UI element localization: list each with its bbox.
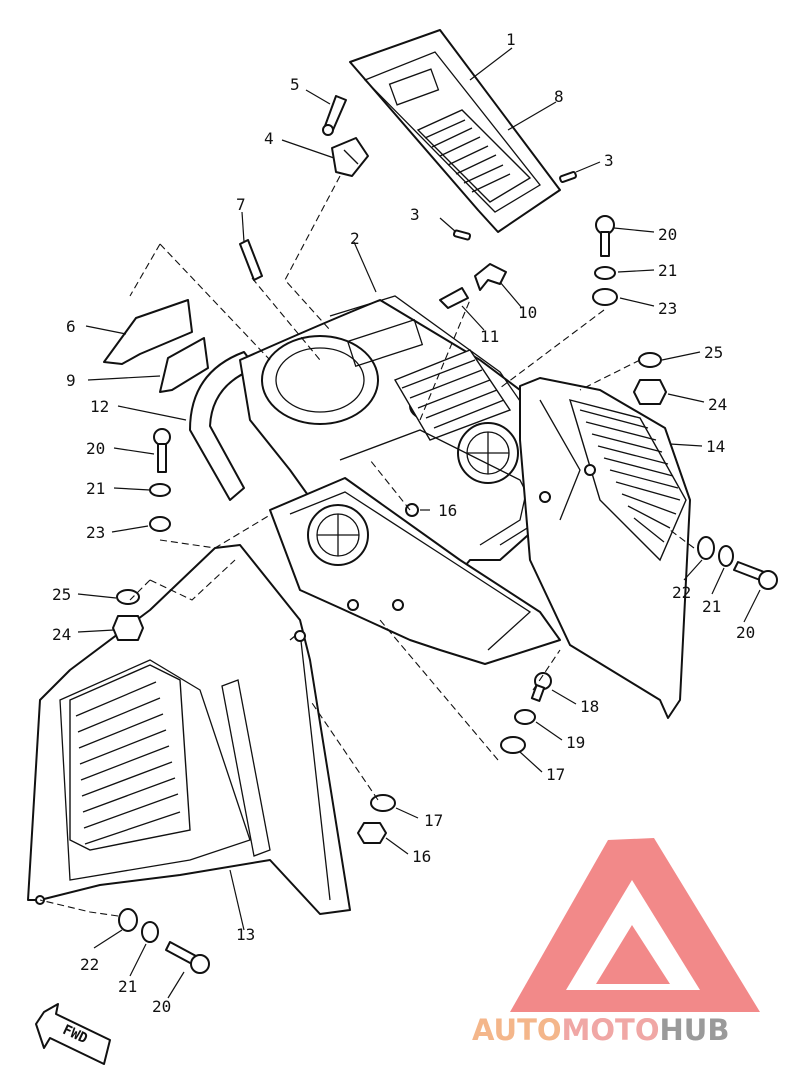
callout-25-left: 25	[52, 585, 71, 604]
callout-3-left: 3	[410, 205, 420, 224]
part-20-bolt-d	[165, 941, 210, 974]
part-15-right-cover	[519, 377, 691, 719]
callout-18: 18	[580, 697, 599, 716]
callout-17-mid: 17	[424, 811, 443, 830]
callout-13: 12	[90, 397, 109, 416]
callout-15: 14	[706, 437, 725, 456]
assembly-lines	[39, 175, 695, 917]
part-8-bracket	[159, 337, 209, 393]
callout-25-right: 25	[704, 343, 723, 362]
part-19-washer	[514, 709, 536, 725]
callout-3-right: 3	[604, 151, 614, 170]
part-3-pin-right	[559, 171, 577, 183]
callout-23-top: 23	[658, 299, 677, 318]
part-23-grommet-a	[592, 288, 618, 306]
svg-text:AUTOMOTOHUB: AUTOMOTOHUB	[472, 1013, 729, 1047]
callout-12: 11	[480, 327, 499, 346]
part-9-pin	[239, 239, 263, 281]
fwd-arrow: FWD	[35, 1003, 111, 1065]
part-20-bolt-a	[595, 215, 615, 257]
callout-21-right: 21	[702, 597, 721, 616]
part-1-front-panel	[239, 295, 561, 621]
callout-16: 16	[412, 847, 431, 866]
part-6-nut	[405, 503, 419, 517]
callout-20-right: 20	[736, 623, 755, 642]
part-22-washer-a	[697, 536, 715, 560]
callout-6: 16	[438, 501, 457, 520]
part-7-bracket	[103, 299, 193, 365]
part-14-left-cover	[27, 544, 351, 915]
callout-4: 4	[264, 129, 274, 148]
part-25-collar-a	[638, 352, 662, 368]
part-17-nut-a	[500, 736, 526, 754]
part-18-screw	[530, 672, 552, 702]
part-20-bolt-c	[733, 561, 778, 590]
callout-11: 10	[518, 303, 537, 322]
part-5-screw	[322, 95, 347, 136]
callout-8: 9	[66, 371, 76, 390]
watermark-moto: MOTO	[562, 1013, 660, 1047]
callout-17-right: 17	[546, 765, 565, 784]
callout-19: 19	[566, 733, 585, 752]
callout-24-right: 24	[708, 395, 727, 414]
callout-1: 2	[350, 229, 360, 248]
part-11-clip	[474, 263, 507, 291]
callout-22-bottom: 22	[80, 955, 99, 974]
part-21-washer-d	[141, 921, 159, 943]
callout-9: 7	[236, 195, 246, 214]
callout-21-top: 21	[658, 261, 677, 280]
watermark-auto: AUTO	[472, 1013, 562, 1047]
callout-23-left: 23	[86, 523, 105, 542]
part-21-washer-b	[149, 483, 171, 497]
callout-7: 6	[66, 317, 76, 336]
callout-5: 5	[290, 75, 300, 94]
part-13-strip	[189, 351, 257, 501]
callout-20-left: 20	[86, 439, 105, 458]
part-21-washer-c	[718, 545, 734, 567]
part-22-washer-b	[118, 908, 138, 932]
part-24-nut-b	[112, 615, 144, 641]
leader-lines	[77, 47, 761, 999]
callout-20-top: 20	[658, 225, 677, 244]
callout-21-left: 21	[86, 479, 105, 498]
callout-2: 1	[506, 30, 516, 49]
watermark-triangle-core	[596, 925, 670, 984]
callout-21-bottom: 21	[118, 977, 137, 996]
callout-22-right: 22	[672, 583, 691, 602]
part-24-nut-a	[633, 379, 667, 405]
watermark-logo	[510, 838, 760, 1012]
part-25-collar-b	[116, 589, 140, 605]
part-4-clip	[331, 137, 369, 177]
part-17-nut-b	[370, 794, 396, 812]
callout-14: 13	[236, 925, 255, 944]
callout-10: 8	[554, 87, 564, 106]
part-1-lower-housing	[269, 477, 561, 665]
part-3-pin-left	[452, 229, 472, 241]
part-20-bolt-b	[153, 428, 171, 473]
part-12-grommet	[439, 287, 469, 309]
callout-labels: 1 8 3 3 5 4 7 2 20 21 23 10 11 6 9 12 20…	[52, 30, 755, 1016]
part-21-washer-a	[594, 266, 616, 280]
part-2-top-cover	[349, 29, 561, 233]
part-23-grommet-b	[149, 516, 171, 532]
callout-24-left: 24	[52, 625, 71, 644]
callout-20-bottom: 20	[152, 997, 171, 1016]
part-16-nut	[357, 822, 387, 844]
watermark-hub: HUB	[660, 1013, 730, 1047]
watermark-text: AUTOMOTOHUB	[472, 1013, 729, 1047]
